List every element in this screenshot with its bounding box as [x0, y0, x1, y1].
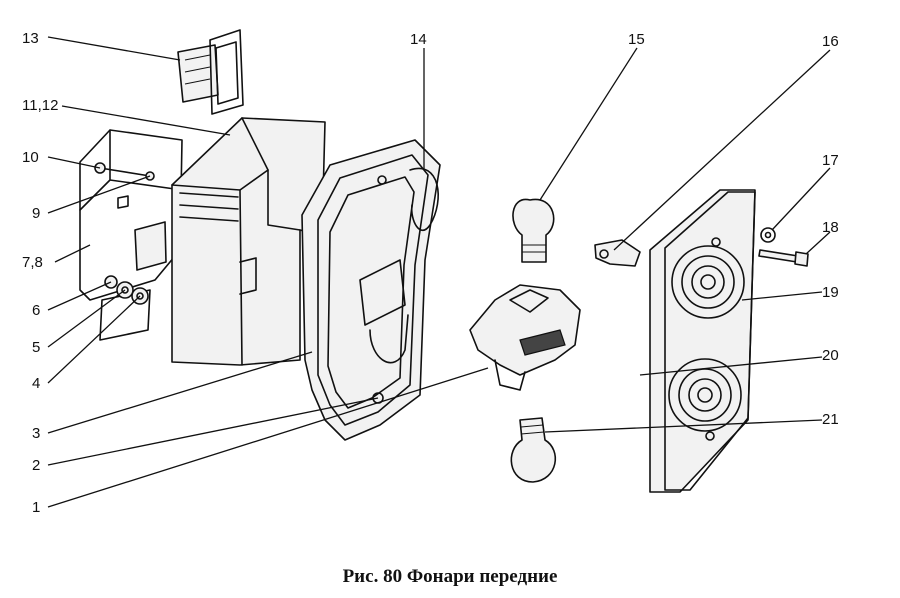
callout-3: 3	[32, 425, 40, 442]
callout-19: 19	[822, 284, 839, 301]
part-16-clip	[594, 239, 641, 267]
part-17-washer	[760, 227, 776, 243]
callout-16: 16	[822, 33, 839, 50]
part-13-connector	[177, 29, 244, 115]
part-18-screw	[758, 249, 809, 267]
callout-labels: 13 11,12 10 9 7,8 6 5 4 3 2 1 14 15 16 1…	[22, 30, 839, 516]
leader-lines	[47, 36, 831, 508]
part-20-socket	[469, 284, 581, 391]
figure-caption: Рис. 80 Фонари передние	[342, 566, 558, 587]
callout-13: 13	[22, 30, 39, 47]
callout-15: 15	[628, 31, 645, 48]
part-21-bulb	[510, 417, 557, 483]
callout-1: 1	[32, 499, 40, 516]
callout-2: 2	[32, 457, 40, 474]
callout-4: 4	[32, 375, 40, 392]
callout-9: 9	[32, 205, 40, 222]
callout-7-8: 7,8	[22, 254, 43, 271]
callout-6: 6	[32, 302, 40, 319]
part-3-lamp-body	[301, 139, 441, 441]
callout-10: 10	[22, 149, 39, 166]
callout-18: 18	[822, 219, 839, 236]
callout-5: 5	[32, 339, 40, 356]
callout-17: 17	[822, 152, 839, 169]
callout-21: 21	[822, 411, 839, 428]
callout-14: 14	[410, 31, 427, 48]
part-7-8-housing-bracket	[79, 129, 183, 341]
part-11-12-cover	[171, 117, 326, 366]
part-19-lens	[649, 189, 756, 493]
callout-20: 20	[822, 347, 839, 364]
part-15-bulb	[512, 198, 555, 263]
callout-11-12: 11,12	[22, 97, 58, 114]
